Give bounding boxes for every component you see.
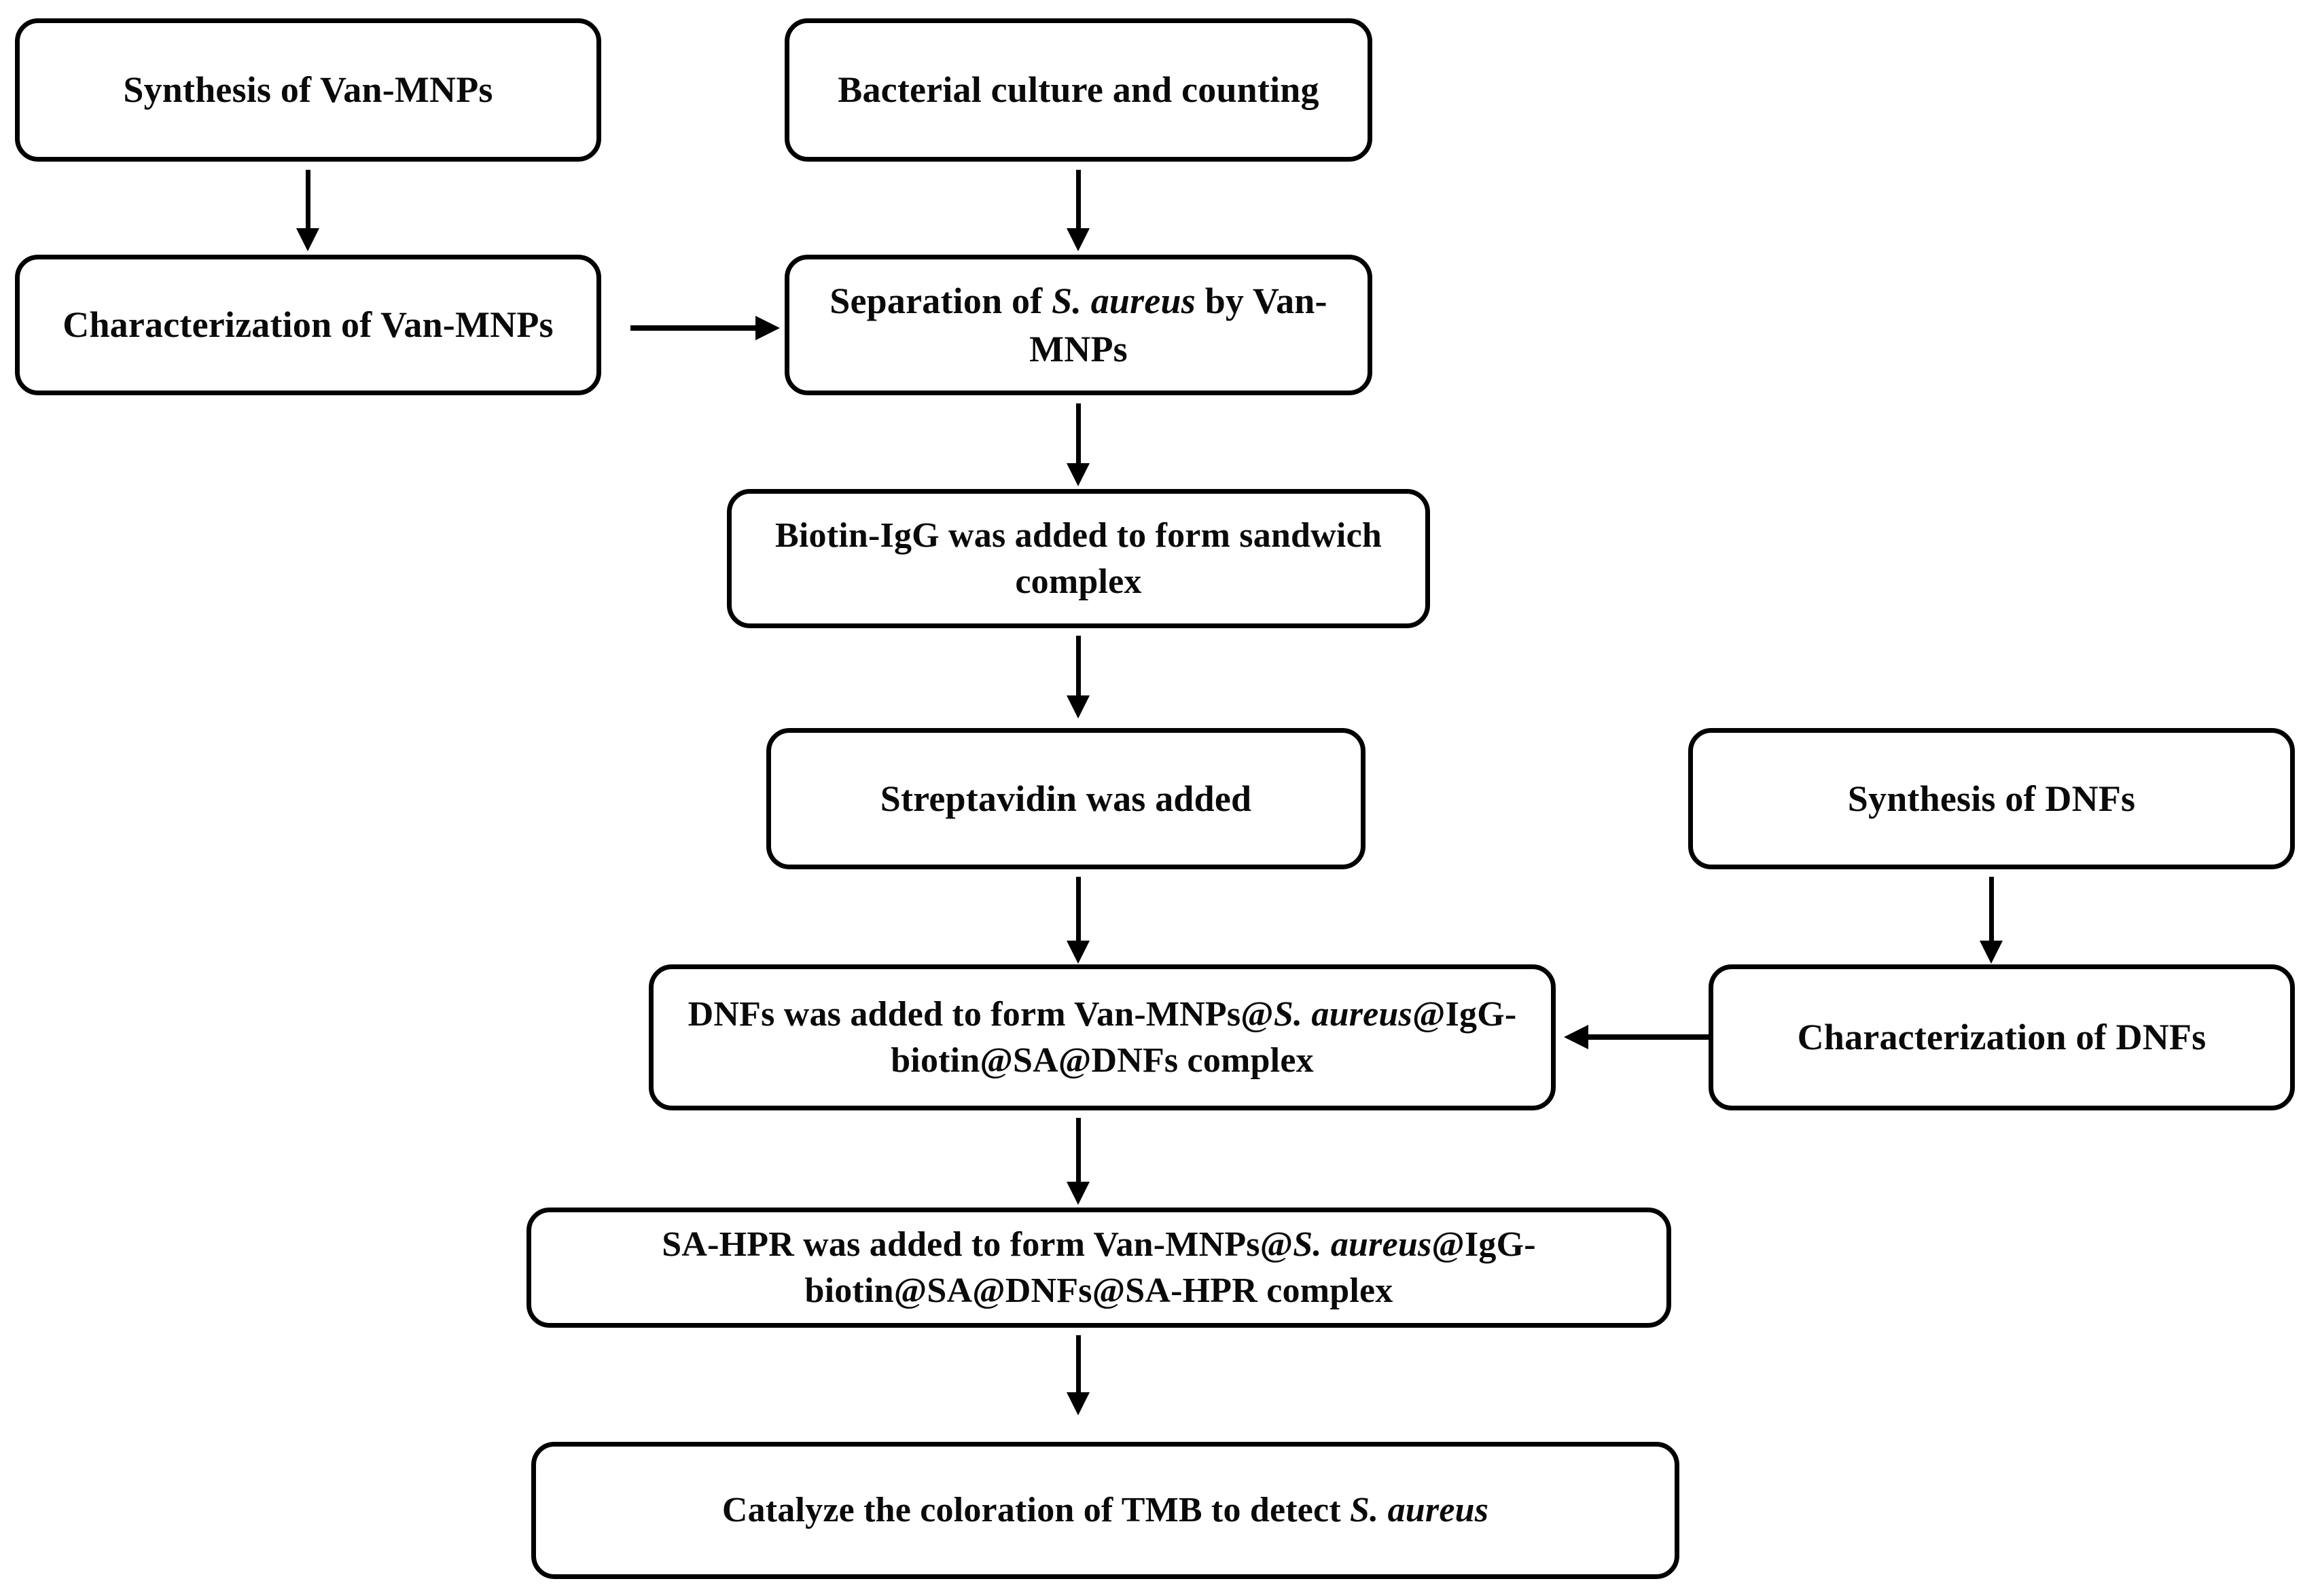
node-label: Characterization of DNFs xyxy=(1797,1017,2207,1058)
node-sa-hpr-complex[interactable]: SA-HPR was added to form Van-MNPs@S. aur… xyxy=(526,1208,1671,1328)
connector-line xyxy=(1076,636,1081,700)
connector-line xyxy=(1587,1034,1709,1040)
arrowhead-down-icon xyxy=(1067,695,1090,719)
node-streptavidin[interactable]: Streptavidin was added xyxy=(766,728,1365,869)
arrowhead-down-icon xyxy=(1067,1182,1090,1205)
connector-line xyxy=(1076,1335,1081,1396)
connector-line xyxy=(1989,877,1994,945)
node-synthesis-dnfs[interactable]: Synthesis of DNFs xyxy=(1688,728,2295,869)
node-label: Streptavidin was added xyxy=(880,778,1252,819)
node-separation-s-aureus[interactable]: Separation of S. aureus by Van-MNPs xyxy=(785,255,1372,395)
node-label: Catalyze the coloration of TMB to detect… xyxy=(721,1491,1489,1530)
node-biotin-igg[interactable]: Biotin-IgG was added to form sandwich co… xyxy=(727,489,1430,628)
connector-line xyxy=(1076,877,1081,945)
arrowhead-down-icon xyxy=(1067,941,1090,964)
node-label: Characterization of Van-MNPs xyxy=(63,304,554,346)
arrowhead-right-icon xyxy=(755,316,780,340)
node-label: Separation of S. aureus by Van-MNPs xyxy=(829,280,1327,369)
node-label: Synthesis of DNFs xyxy=(1847,778,2136,819)
node-dnfs-complex[interactable]: DNFs was added to form Van-MNPs@S. aureu… xyxy=(649,964,1556,1110)
node-characterization-dnfs[interactable]: Characterization of DNFs xyxy=(1709,964,2295,1110)
arrowhead-down-icon xyxy=(1980,941,2003,964)
node-synthesis-van-mnps[interactable]: Synthesis of Van-MNPs xyxy=(15,18,601,162)
node-characterization-van-mnps[interactable]: Characterization of Van-MNPs xyxy=(15,255,601,395)
connector-line xyxy=(1076,403,1081,467)
arrowhead-left-icon xyxy=(1564,1025,1588,1049)
connector-line xyxy=(306,170,310,232)
connector-line xyxy=(1076,1118,1081,1186)
node-label: Biotin-IgG was added to form sandwich co… xyxy=(775,515,1382,601)
node-catalyze-tmb[interactable]: Catalyze the coloration of TMB to detect… xyxy=(531,1442,1679,1579)
node-label: Synthesis of Van-MNPs xyxy=(123,69,493,111)
arrowhead-down-icon xyxy=(1067,463,1090,486)
connector-line xyxy=(1076,170,1081,232)
node-bacterial-culture[interactable]: Bacterial culture and counting xyxy=(785,18,1372,162)
node-label: SA-HPR was added to form Van-MNPs@S. aur… xyxy=(662,1225,1536,1310)
arrowhead-down-icon xyxy=(1067,228,1090,251)
connector-line xyxy=(630,325,760,331)
arrowhead-down-icon xyxy=(296,228,319,251)
node-label: DNFs was added to form Van-MNPs@S. aureu… xyxy=(688,994,1517,1080)
arrowhead-down-icon xyxy=(1067,1392,1090,1415)
node-label: Bacterial culture and counting xyxy=(838,69,1319,111)
